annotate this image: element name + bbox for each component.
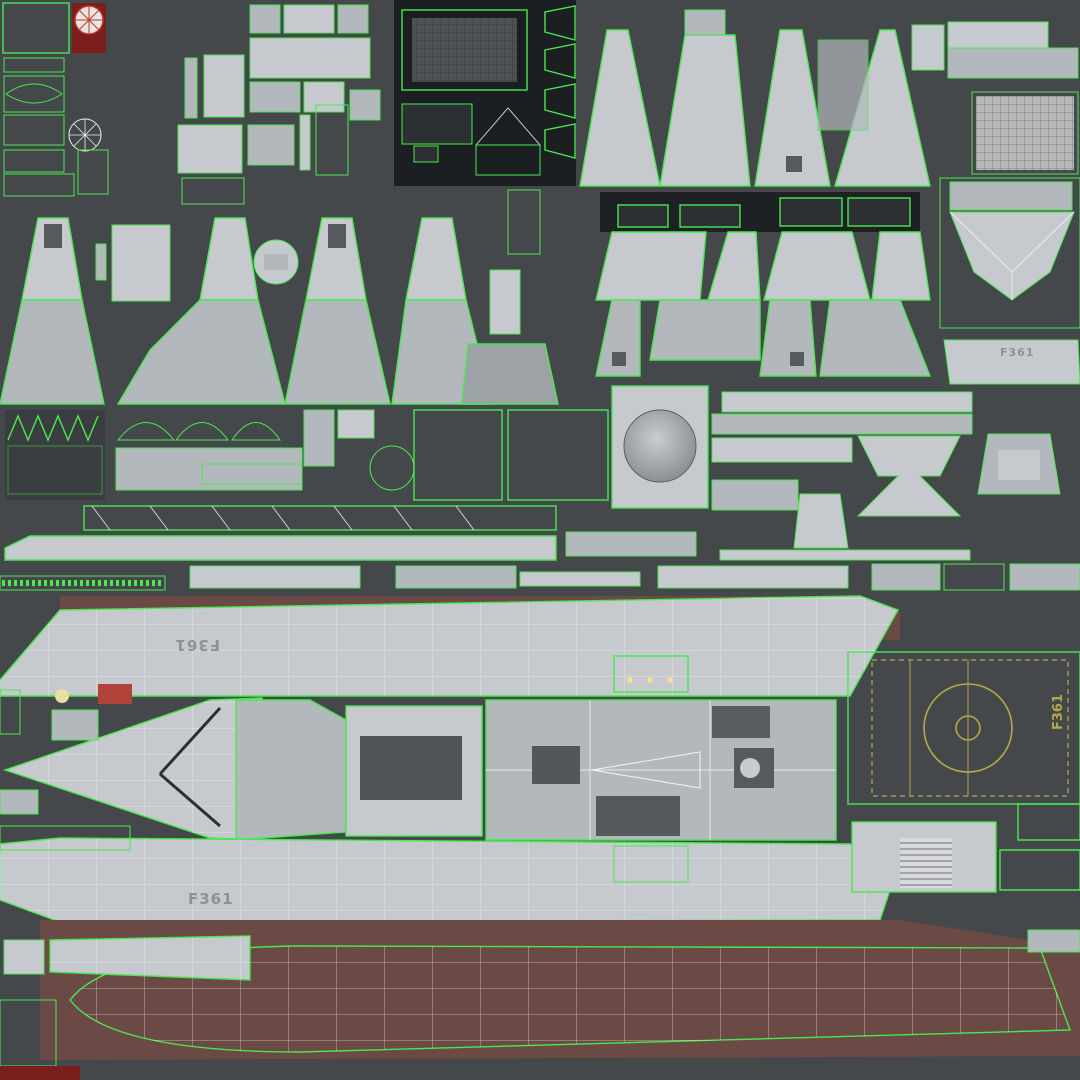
dark-panel-block (394, 0, 576, 186)
mast-panel-right: F361 (939, 177, 1080, 385)
main-deck (2, 697, 837, 841)
stern-strip-marking: F361 (1000, 346, 1034, 359)
upper-hull-strip: F361 (0, 595, 900, 697)
lower-hull-strip: F361 (0, 803, 1080, 923)
upper-hull-marking: F361 (174, 636, 220, 654)
superstructure-panels-top (579, 9, 1079, 187)
dark-bridge-strip (600, 192, 920, 232)
helipad-marking: F361 (1051, 694, 1066, 730)
left-edge-parts (0, 684, 132, 1080)
small-parts-cluster-top (177, 4, 381, 205)
helipad-panel: F361 (847, 651, 1080, 805)
bridge-panels (595, 231, 932, 377)
small-parts-cluster-top-left (2, 2, 109, 197)
mid-row-details (5, 385, 1061, 549)
lower-hull-marking: F361 (188, 890, 234, 908)
underwater-hull (40, 920, 1080, 1060)
tower-panels-row (0, 189, 559, 405)
long-deck-strips (0, 505, 1080, 591)
